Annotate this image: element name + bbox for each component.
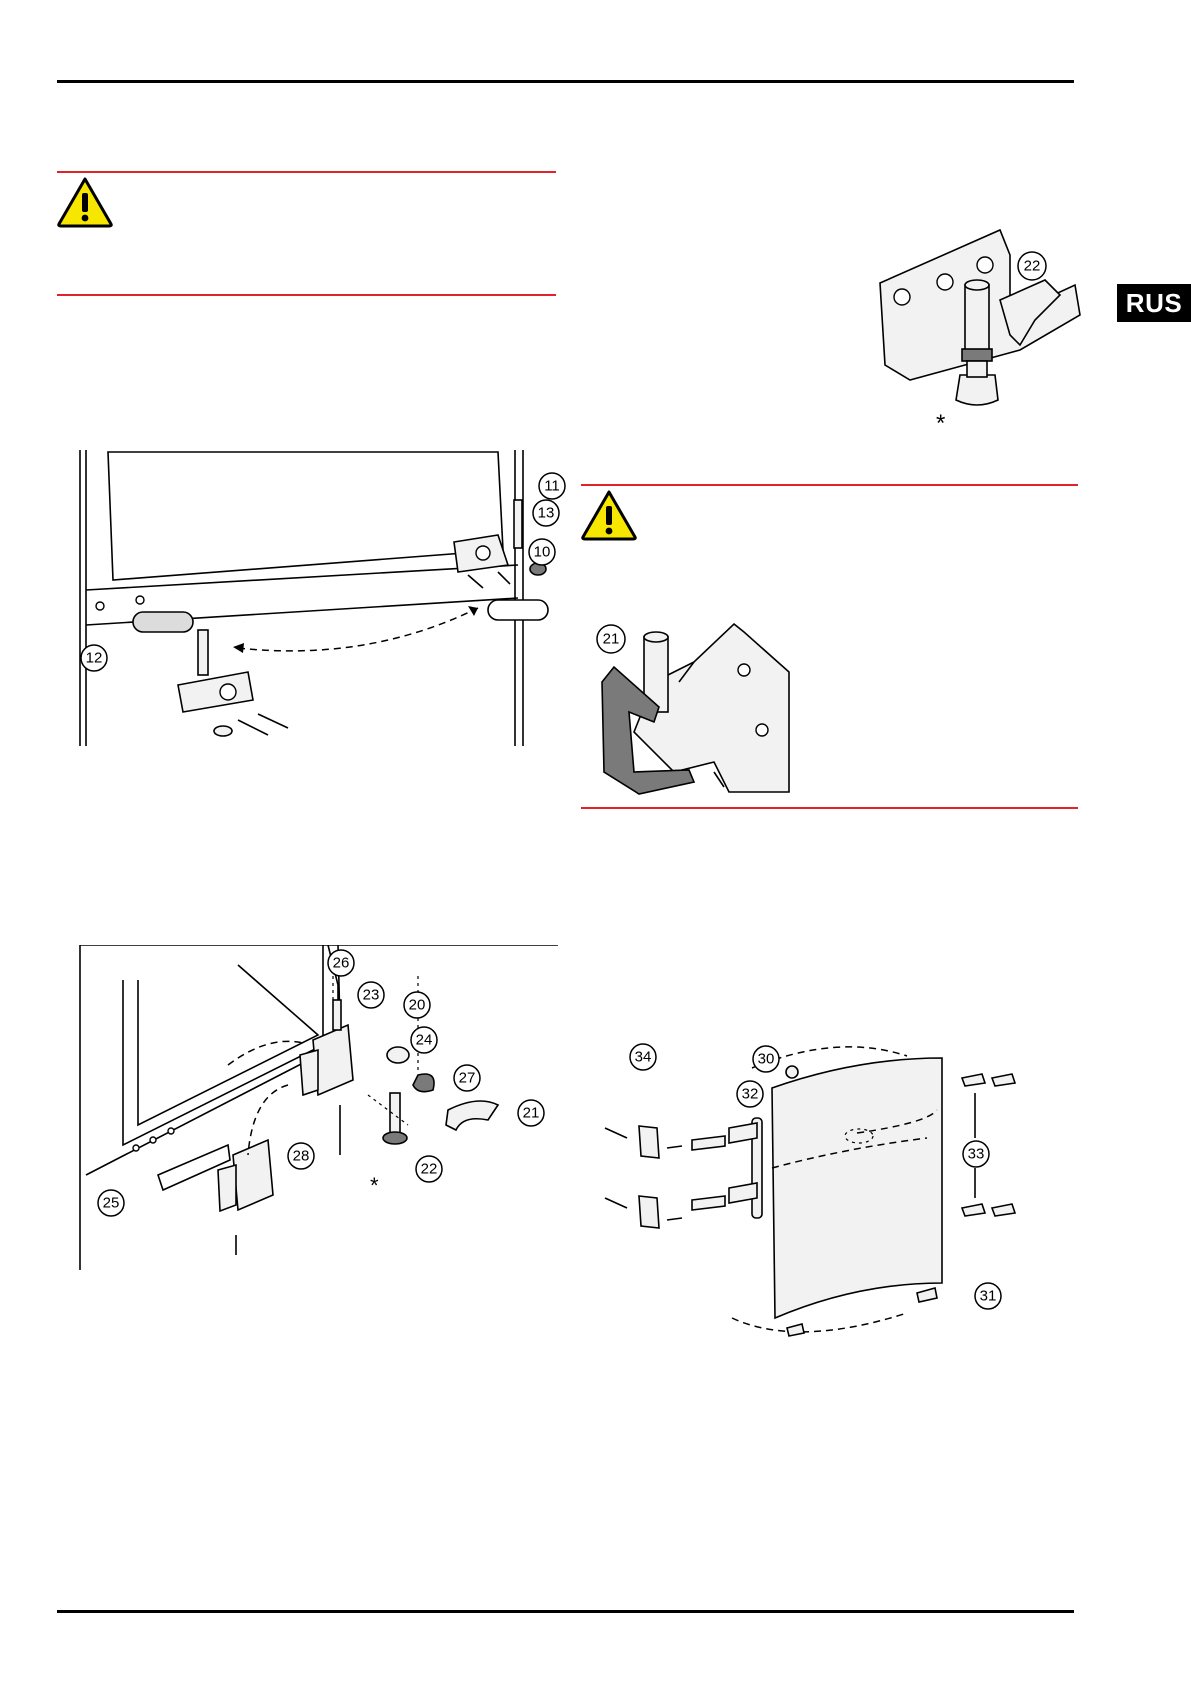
- warning-rule-top-right: [581, 484, 1078, 486]
- callout-32: 32: [742, 1086, 759, 1103]
- callout-28: 28: [293, 1148, 310, 1165]
- figure-hinge-pin: 22 *: [870, 225, 1085, 450]
- warning-triangle-icon: [56, 176, 114, 228]
- warning-rule-top-left: [57, 171, 556, 173]
- figure-hinge-cover: 21: [594, 622, 794, 797]
- callout-20: 20: [409, 997, 426, 1014]
- callout-34: 34: [635, 1049, 652, 1066]
- callout-10: 10: [534, 544, 551, 561]
- figure-hinge-exploded: 26 23 20 24 27 21 28 22 25 *: [78, 945, 558, 1270]
- callout-24: 24: [416, 1032, 433, 1049]
- callout-27: 27: [459, 1070, 476, 1087]
- callout-23: 23: [363, 987, 380, 1004]
- callout-31: 31: [980, 1288, 997, 1305]
- callout-33: 33: [968, 1146, 985, 1163]
- language-tab: RUS: [1117, 284, 1191, 322]
- callout-30: 30: [758, 1051, 775, 1068]
- callout-12: 12: [86, 650, 103, 667]
- callout-22: 22: [1024, 258, 1041, 275]
- figure-door-bottom: 11 13 10 12: [78, 450, 566, 750]
- figure-door-handle: 34 30 32 33 31: [597, 1038, 1037, 1358]
- footer-rule: [57, 1610, 1074, 1613]
- asterisk-note: *: [370, 1173, 379, 1198]
- warning-rule-bottom-right: [581, 807, 1078, 809]
- callout-22: 22: [421, 1161, 438, 1178]
- callout-13: 13: [538, 505, 555, 522]
- callout-26: 26: [333, 955, 350, 972]
- callout-11: 11: [544, 478, 560, 495]
- callout-21: 21: [603, 631, 620, 648]
- callout-25: 25: [103, 1195, 120, 1212]
- callout-21: 21: [523, 1105, 540, 1122]
- warning-rule-bottom-left: [57, 294, 556, 296]
- asterisk-note: *: [936, 410, 946, 437]
- header-rule: [57, 80, 1074, 83]
- warning-triangle-icon: [580, 489, 638, 541]
